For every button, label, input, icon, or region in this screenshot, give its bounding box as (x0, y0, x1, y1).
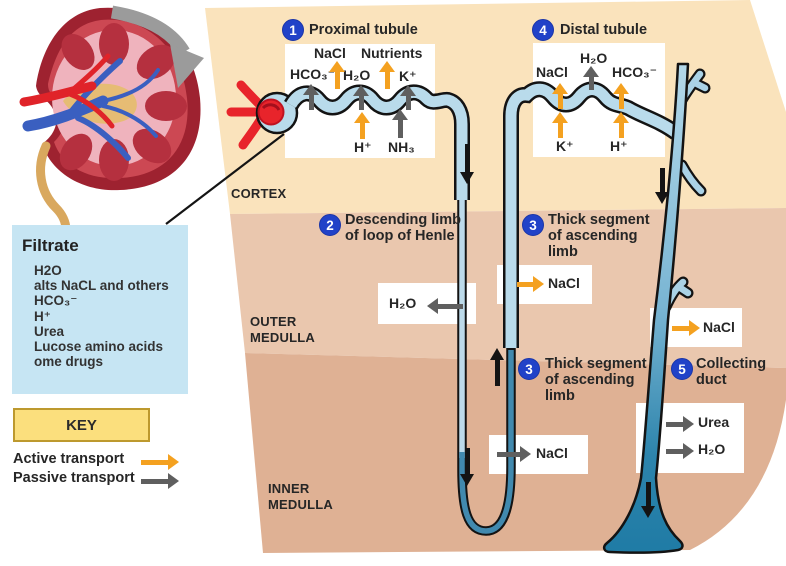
callout-1-proximal-tubule: Proximal tubule (309, 22, 418, 38)
callout-3-inner-badge: 3 (518, 358, 540, 380)
glomerulus-detail (261, 103, 281, 111)
renal-artery (19, 53, 115, 129)
flow-arrow-down-thin-limb (459, 448, 475, 486)
distal-tubule (503, 81, 681, 348)
key-active-transport-label: Active transport (13, 451, 125, 467)
duct-h2o-label: H₂O (698, 441, 726, 457)
flow-arrow-down-duct-bottom (640, 482, 656, 518)
ascending-nacl-outer-label: NaCl (548, 275, 580, 291)
key-title: KEY (66, 416, 97, 434)
callout-3-thick-segment-inner: Thick segment of ascending limb (545, 356, 647, 404)
distal-h2o-label: H₂O (580, 50, 608, 66)
ureter (36, 141, 71, 235)
active-transport-arrow (672, 320, 700, 336)
callout-5-collecting-duct: Collecting duct (696, 356, 767, 388)
passive-transport-arrow (141, 473, 179, 489)
loop-of-henle (457, 196, 516, 536)
distal-h-label: H⁺ (610, 138, 628, 154)
glomerulus (257, 98, 285, 126)
passive-transport-arrow (303, 84, 319, 110)
passive-transport-arrow (400, 85, 416, 110)
active-transport-arrow (552, 112, 568, 138)
kidney-illustration (19, 7, 201, 235)
distal-nacl-label: NaCl (536, 64, 568, 80)
passive-transport-arrow (353, 85, 369, 110)
descending-h2o-label: H₂O (389, 295, 417, 311)
active-transport-arrow (329, 61, 345, 89)
active-transport-arrow (613, 112, 629, 138)
passive-transport-arrow (392, 109, 408, 138)
filtrate-item: H⁺ (34, 308, 51, 324)
filtrate-item: HCO₃⁻ (34, 293, 78, 309)
proximal-tubule (284, 84, 470, 200)
proximal-nacl-label: NaCl (314, 45, 346, 61)
distal-k-label: K⁺ (556, 138, 574, 154)
filtrate-item: Urea (34, 323, 65, 339)
proximal-h2o-label: H₂O (343, 67, 371, 83)
callout-3-outer-badge: 3 (522, 214, 544, 236)
passive-transport-arrow (497, 446, 531, 462)
filtrate-panel: Filtrate H2O alts NaCL and others HCO₃⁻ … (12, 225, 188, 394)
flow-arrow-down-descending (459, 144, 475, 184)
callout-5-badge: 5 (671, 358, 693, 380)
zoom-arrow (110, 5, 204, 88)
distal-hco3-label: HCO₃⁻ (612, 64, 657, 80)
callout-2-badge: 2 (319, 214, 341, 236)
duct-urea-label: Urea (698, 414, 730, 430)
cortex-label: CORTEX (231, 186, 287, 201)
passive-transport-arrow (583, 66, 599, 90)
duct-nacl-outer-label: NaCl (703, 319, 735, 335)
proximal-hco3-label: HCO₃⁻ (290, 66, 335, 82)
key-passive-transport-label: Passive transport (13, 470, 135, 486)
proximal-h-label: H⁺ (354, 139, 372, 155)
proximal-nh3-label: NH₃ (388, 139, 415, 155)
callout-3-thick-segment-outer: Thick segment of ascending limb (548, 212, 650, 260)
filtrate-item: ome drugs (34, 354, 104, 370)
active-transport-arrow (613, 83, 629, 109)
passive-transport-arrow (666, 416, 694, 432)
callout-2-descending-limb: Descending limb of loop of Henle (345, 212, 462, 244)
filtrate-pointer-line (165, 133, 285, 225)
active-transport-arrow (379, 61, 395, 89)
key-title-box: KEY (13, 408, 150, 442)
proximal-k-label: K⁺ (399, 68, 417, 84)
proximal-nutrients-label: Nutrients (361, 45, 423, 61)
ascending-nacl-inner-label: NaCl (536, 445, 568, 461)
filtrate-item: alts NaCL and others (34, 278, 169, 294)
filtrate-item: Lucose amino acids (34, 339, 164, 355)
flow-arrow-down-duct-top (654, 168, 670, 204)
filtrate-list: H2O alts NaCL and others HCO₃⁻ H⁺ Urea L… (34, 263, 188, 369)
active-transport-arrow (354, 112, 370, 139)
callout-4-distal-tubule: Distal tubule (560, 22, 648, 38)
passive-transport-arrow (427, 298, 463, 314)
active-transport-arrow (552, 83, 568, 109)
passive-transport-arrow (666, 443, 694, 459)
callout-4-badge: 4 (532, 19, 554, 41)
active-transport-arrow (517, 276, 544, 292)
filtrate-title: Filtrate (22, 236, 79, 255)
flow-arrow-up-ascending (489, 348, 505, 386)
active-transport-arrow (141, 454, 179, 470)
filtrate-item: H2O (34, 263, 62, 278)
outer-medulla-label: OUTER MEDULLA (250, 314, 315, 345)
kidney-pyramids (59, 23, 187, 181)
inner-medulla-label: INNER MEDULLA (268, 481, 333, 512)
callout-1-badge: 1 (282, 19, 304, 41)
collecting-duct (602, 62, 690, 554)
